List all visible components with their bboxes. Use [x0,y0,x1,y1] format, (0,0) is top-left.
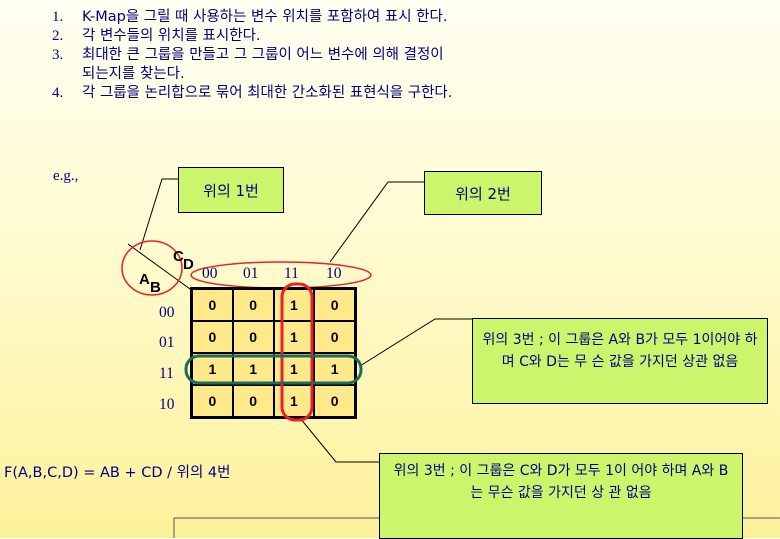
kmap-cell: 0 [314,289,355,321]
kmap-cell: 0 [192,385,233,417]
step-item: 4. 각 그룹을 논리합으로 묶어 최대한 간소화된 표현식을 구한다. [52,84,452,103]
kmap-row-label: 01 [159,334,175,351]
kmap-cell: 0 [232,289,274,321]
step-number: 4. [52,85,64,101]
result-formula: F(A,B,C,D) = AB + CD / 위의 4번 [4,465,231,481]
step-number: 2. [52,28,64,44]
example-label: e.g., [53,168,79,184]
kmap-col-label: 11 [284,265,299,282]
kmap-cell: 0 [314,385,355,417]
callout-step2: 위의 2번 [424,171,542,215]
step-item: 2. 각 변수들의 위치를 표시한다. [52,27,452,46]
kmap-row-label: 00 [159,304,175,321]
step-text: 각 그룹을 논리합으로 묶어 최대한 간소화된 표현식을 구한다. [82,85,453,101]
column-group-highlight [280,282,314,422]
callout-step1: 위의 1번 [178,167,284,213]
kmap-cell: 0 [192,321,233,353]
kmap-cell: 1 [273,289,315,321]
kmap-row-label: 11 [159,365,174,382]
steps-list: 1. K-Map을 그릴 때 사용하는 변수 위치를 포함하여 표시 한다. 2.… [52,8,452,103]
step-item: 1. K-Map을 그릴 때 사용하는 변수 위치를 포함하여 표시 한다. [52,8,452,27]
kmap-cell: 0 [232,321,274,353]
kmap-col-label: 00 [202,265,218,282]
kmap-cell: 1 [273,321,315,353]
leader-line-4 [299,417,379,463]
leader-line-1 [139,178,178,251]
row-group-highlight [184,354,363,385]
kmap-row-label: 10 [159,396,175,413]
kmap-var-c: C [173,248,184,265]
kmap-var-b: B [150,279,161,296]
step-text: 최대한 큰 그룹을 만들고 그 그룹이 어느 변수에 의해 결정이 되는지를 찾… [82,47,444,82]
kmap-diagonal [127,243,191,290]
leader-line-2 [329,181,424,263]
callout-row-group: 위의 3번 ; 이 그룹은 A와 B가 모두 1이어야 하며 C와 D는 무 슨… [472,318,768,404]
step-text: K-Map을 그릴 때 사용하는 변수 위치를 포함하여 표시 한다. [82,9,448,25]
kmap-col-label: 01 [243,265,259,282]
step-item: 3. 최대한 큰 그룹을 만들고 그 그룹이 어느 변수에 의해 결정이 되는지를… [52,46,452,84]
kmap-cell: 1 [273,385,315,417]
kmap-cell: 0 [232,385,274,417]
callout-column-group: 위의 3번 ; 이 그룹은 C와 D가 모두 1이 어야 하며 A와 B는 무슨… [379,453,743,539]
frame-line [173,517,379,538]
kmap-cell: 0 [314,321,355,353]
step-text: 각 변수들의 위치를 표시한다. [82,28,261,44]
kmap-col-label: 10 [326,265,342,282]
kmap-var-d: D [183,256,194,273]
kmap-grid: 0 0 1 0 0 0 1 0 1 1 1 1 0 0 1 0 [190,287,357,419]
step-number: 3. [52,47,64,63]
step-number: 1. [52,9,64,25]
leader-line-3 [359,318,472,367]
variable-highlight-ellipse [121,240,183,296]
kmap-cell: 0 [192,289,233,321]
kmap-var-a: A [139,271,150,288]
